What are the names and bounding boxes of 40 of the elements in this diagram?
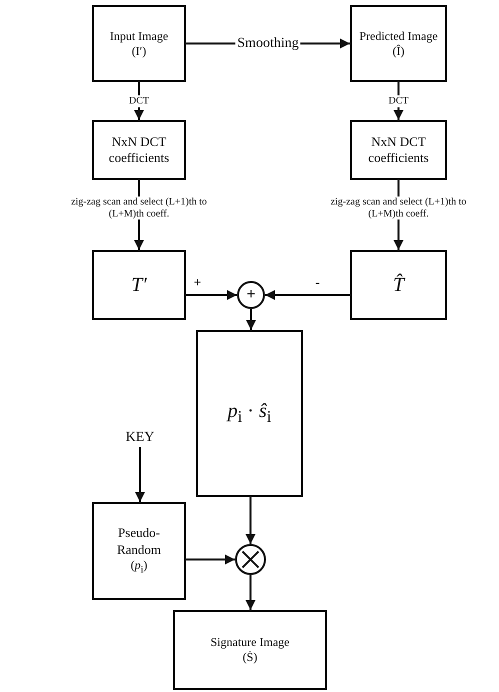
arrow (246, 575, 256, 610)
process-box (350, 250, 447, 320)
box-text: NxN DCT coefficients (108, 134, 170, 166)
arrow (246, 497, 256, 544)
box-text: (Ṡ) (242, 650, 258, 665)
operator-symbol: + (246, 287, 256, 303)
box-text: NxN DCT coefficients (367, 134, 430, 166)
arrow (134, 82, 144, 120)
process-box (92, 5, 186, 82)
arrow (135, 447, 145, 502)
box-text: (Î) (392, 44, 404, 58)
operator-circle (237, 281, 265, 309)
process-box (92, 250, 186, 320)
edge-label: DCT (386, 95, 410, 107)
edge-label: Smoothing (235, 35, 301, 52)
process-box (350, 120, 447, 180)
arrow (186, 554, 235, 564)
arrow (265, 290, 350, 300)
edge-label: DCT (127, 95, 151, 107)
box-text: Signature Image (210, 635, 290, 650)
box-text: p$_{i}$ · ŝ$_{i}$ (228, 399, 272, 428)
arrow (186, 290, 237, 300)
process-box (173, 610, 327, 690)
box-text: T̂ (392, 272, 404, 298)
process-box (92, 120, 186, 180)
key-label: KEY (126, 429, 154, 447)
arrow (394, 82, 404, 120)
box-text: Input Image (110, 28, 168, 44)
process-box (196, 330, 303, 497)
process-box (350, 5, 447, 82)
edge-label: + (192, 276, 202, 290)
box-text: Pseudo- Random (116, 525, 162, 558)
box-text: Predicted Image (359, 28, 438, 44)
arrow (246, 309, 256, 330)
box-text: T′ (131, 272, 147, 298)
box-text: (I′) (132, 44, 146, 58)
edge-label: - (314, 276, 321, 290)
process-box (92, 502, 186, 600)
multiply-operator-circle (235, 544, 266, 575)
box-text: (p$_{i}$) (130, 558, 148, 577)
